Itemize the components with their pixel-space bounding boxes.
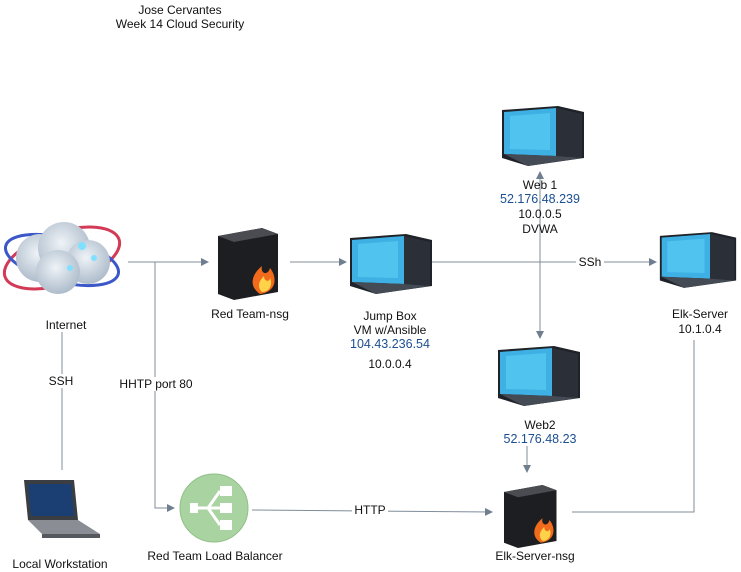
vm-icon (658, 226, 738, 294)
author-name: Jose Cervantes (138, 3, 222, 17)
diagram-subtitle: Week 14 Cloud Security (115, 17, 245, 31)
web1-private-ip: 10.0.0.5 (518, 207, 562, 221)
vm-icon (500, 100, 586, 172)
edge-elk-nsg-to-elk (572, 340, 695, 513)
elk-server-ip: 10.1.0.4 (678, 322, 722, 336)
load-balancer-label: Red Team Load Balancer (147, 549, 283, 563)
web1-app: DVWA (522, 222, 558, 236)
vm-icon (348, 228, 434, 300)
firewall-icon (218, 220, 282, 300)
jumpbox-public-ip: 104.43.236.54 (350, 337, 430, 351)
load-balancer-icon (178, 472, 252, 544)
internet-label: Internet (45, 318, 87, 332)
web1-name: Web 1 (522, 178, 558, 192)
edge-label-ssh: SSH (46, 374, 76, 388)
edge-label-http-port80: HHTP port 80 (118, 377, 194, 391)
workstation-label: Local Workstation (12, 557, 108, 571)
jumpbox-private-ip: 10.0.0.4 (368, 357, 412, 371)
edge-http-to-lb (154, 262, 175, 512)
web1-public-ip: 52.176.48.239 (500, 192, 580, 206)
red-nsg-label: Red Team-nsg (211, 307, 289, 321)
web2-name: Web2 (524, 418, 556, 432)
vm-icon (496, 340, 582, 412)
web2-public-ip: 52.176.48.23 (503, 432, 577, 446)
laptop-icon (18, 478, 102, 540)
elk-nsg-label: Elk-Server-nsg (495, 549, 575, 563)
firewall-icon (504, 478, 560, 548)
jumpbox-name: Jump Box (363, 309, 417, 323)
cloud-icon (0, 210, 130, 310)
edge-label-ssh-elk: SSh (576, 255, 604, 269)
jumpbox-role: VM w/Ansible (353, 323, 427, 337)
elk-server-name: Elk-Server (671, 307, 728, 321)
edge-label-http: HTTP (352, 503, 388, 517)
